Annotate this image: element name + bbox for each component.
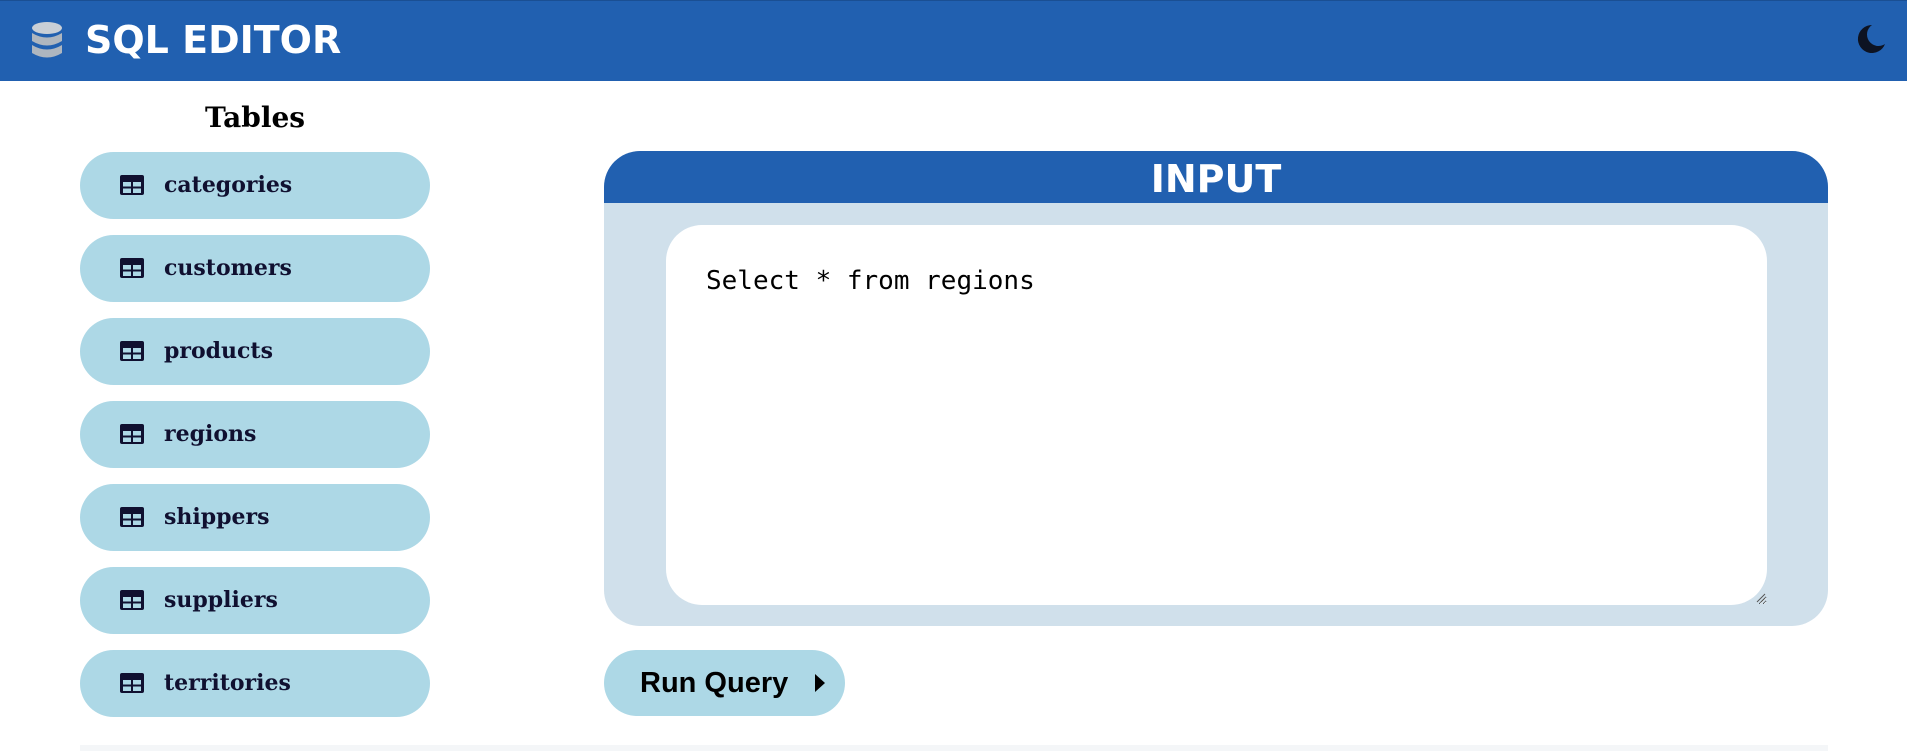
- database-icon: [32, 22, 62, 58]
- query-editor[interactable]: Select * from regions: [666, 225, 1767, 605]
- theme-toggle-button[interactable]: [1852, 21, 1888, 57]
- input-panel-header: INPUT: [604, 151, 1828, 203]
- run-query-button[interactable]: Run Query: [604, 650, 845, 716]
- input-panel-title: INPUT: [1150, 157, 1282, 201]
- table-icon: [120, 673, 144, 693]
- input-panel: INPUT Select * from regions: [604, 151, 1828, 626]
- table-icon: [120, 175, 144, 195]
- sidebar-item-territories[interactable]: territories: [80, 650, 430, 717]
- run-query-label: Run Query: [640, 667, 789, 699]
- sidebar-item-label: customers: [164, 255, 292, 281]
- sidebar-item-products[interactable]: products: [80, 318, 430, 385]
- sidebar-item-label: regions: [164, 421, 257, 447]
- caret-right-icon: [815, 674, 825, 692]
- sidebar-item-shippers[interactable]: shippers: [80, 484, 430, 551]
- app-header: SQL EDITOR: [0, 0, 1907, 81]
- sidebar-item-label: categories: [164, 172, 293, 198]
- sidebar-item-label: products: [164, 338, 273, 364]
- sidebar-heading: Tables: [204, 101, 306, 134]
- table-icon: [120, 590, 144, 610]
- table-icon: [120, 424, 144, 444]
- sidebar-item-suppliers[interactable]: suppliers: [80, 567, 430, 634]
- sidebar-item-label: territories: [164, 670, 291, 696]
- table-icon: [120, 507, 144, 527]
- sidebar-item-categories[interactable]: categories: [80, 152, 430, 219]
- app-title: SQL EDITOR: [85, 18, 342, 62]
- sidebar-item-regions[interactable]: regions: [80, 401, 430, 468]
- sidebar-item-label: shippers: [164, 504, 270, 530]
- sidebar-item-label: suppliers: [164, 587, 278, 613]
- table-icon: [120, 258, 144, 278]
- moon-icon: [1857, 24, 1885, 53]
- bottom-divider: [80, 745, 1828, 751]
- table-icon: [120, 341, 144, 361]
- sidebar-item-customers[interactable]: customers: [80, 235, 430, 302]
- resize-grip-icon[interactable]: [1756, 593, 1766, 603]
